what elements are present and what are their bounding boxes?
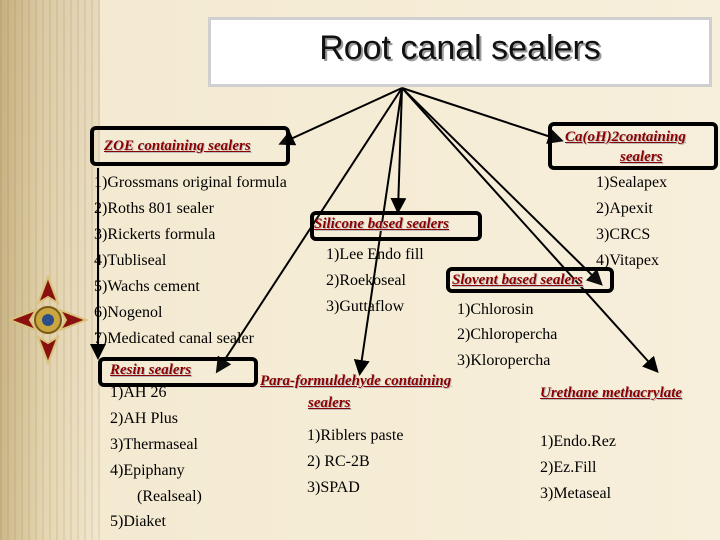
caoh-header-box [548, 122, 718, 170]
solvent-item-2: 2)Chloropercha [457, 326, 558, 343]
caoh-header-line1: Ca(oH)2containing [565, 129, 686, 145]
connector-zoe [278, 87, 403, 146]
para-header-line1: Para-formuldehyde containing [260, 373, 452, 389]
urethane-item-2: 2)Ez.Fill [540, 459, 597, 476]
zoe-item-4: 4)Tubliseal [94, 252, 167, 269]
caoh-item-3: 3)CRCS [596, 226, 651, 243]
silicone-header: Silicone based sealers [314, 216, 449, 232]
para-item-1: 1)Riblers paste [307, 427, 404, 444]
zoe-header: ZOE containing sealers [104, 138, 251, 154]
resin-item-4-note: (Realseal) [137, 488, 202, 505]
silicone-item-2: 2)Roekoseal [326, 272, 406, 289]
connector-caoh [401, 87, 564, 144]
resin-header-box [98, 357, 258, 387]
title-box [208, 17, 712, 87]
silicone-item-3: 3)Guttaflow [326, 298, 405, 315]
urethane-header: Urethane methacrylate [540, 385, 683, 401]
solvent-header: Slovent based sealers [452, 272, 583, 288]
para-item-2: 2) RC-2B [307, 453, 370, 470]
zoe-header-box [90, 126, 290, 166]
resin-header: Resin sealers [110, 362, 192, 378]
zoe-item-7: 7)Medicated canal sealer [94, 330, 254, 347]
caoh-header-line2: sealers [620, 149, 663, 165]
solvent-item-1: 1)Chlorosin [457, 301, 534, 318]
zoe-item-6: 6)Nogenol [94, 304, 163, 321]
connector-urethane [401, 87, 659, 373]
resin-item-1: 1)AH 26 [110, 384, 167, 401]
para-item-3: 3)SPAD [307, 479, 360, 496]
solvent-item-3: 3)Kloropercha [457, 352, 551, 369]
connector-silicone [390, 87, 407, 214]
urethane-item-1: 1)Endo.Rez [540, 433, 616, 450]
cross-medal-icon [8, 275, 88, 365]
zoe-item-1: 1)Grossmans original formula [94, 174, 287, 191]
zoe-item-5: 5)Wachs cement [94, 278, 200, 295]
connector-para [353, 87, 403, 376]
para-header-line2: sealers [308, 395, 351, 411]
silicone-item-1: 1)Lee Endo fill [326, 246, 424, 263]
caoh-item-1: 1)Sealapex [596, 174, 668, 191]
connector-solvent [401, 87, 603, 286]
resin-item-5: 5)Diaket [110, 513, 166, 530]
solvent-header-box [446, 267, 614, 293]
wood-texture-strip [0, 0, 100, 540]
caoh-item-4: 4)Vitapex [596, 252, 660, 269]
page-title: Root canal sealers [319, 29, 601, 67]
resin-item-3: 3)Thermaseal [110, 436, 198, 453]
resin-item-2: 2)AH Plus [110, 410, 179, 427]
silicone-header-box [310, 211, 482, 241]
caoh-item-2: 2)Apexit [596, 200, 653, 217]
resin-item-4: 4)Epiphany [110, 462, 185, 479]
urethane-item-3: 3)Metaseal [540, 485, 612, 502]
zoe-item-2: 2)Roths 801 sealer [94, 200, 214, 217]
zoe-item-3: 3)Rickerts formula [94, 226, 216, 243]
